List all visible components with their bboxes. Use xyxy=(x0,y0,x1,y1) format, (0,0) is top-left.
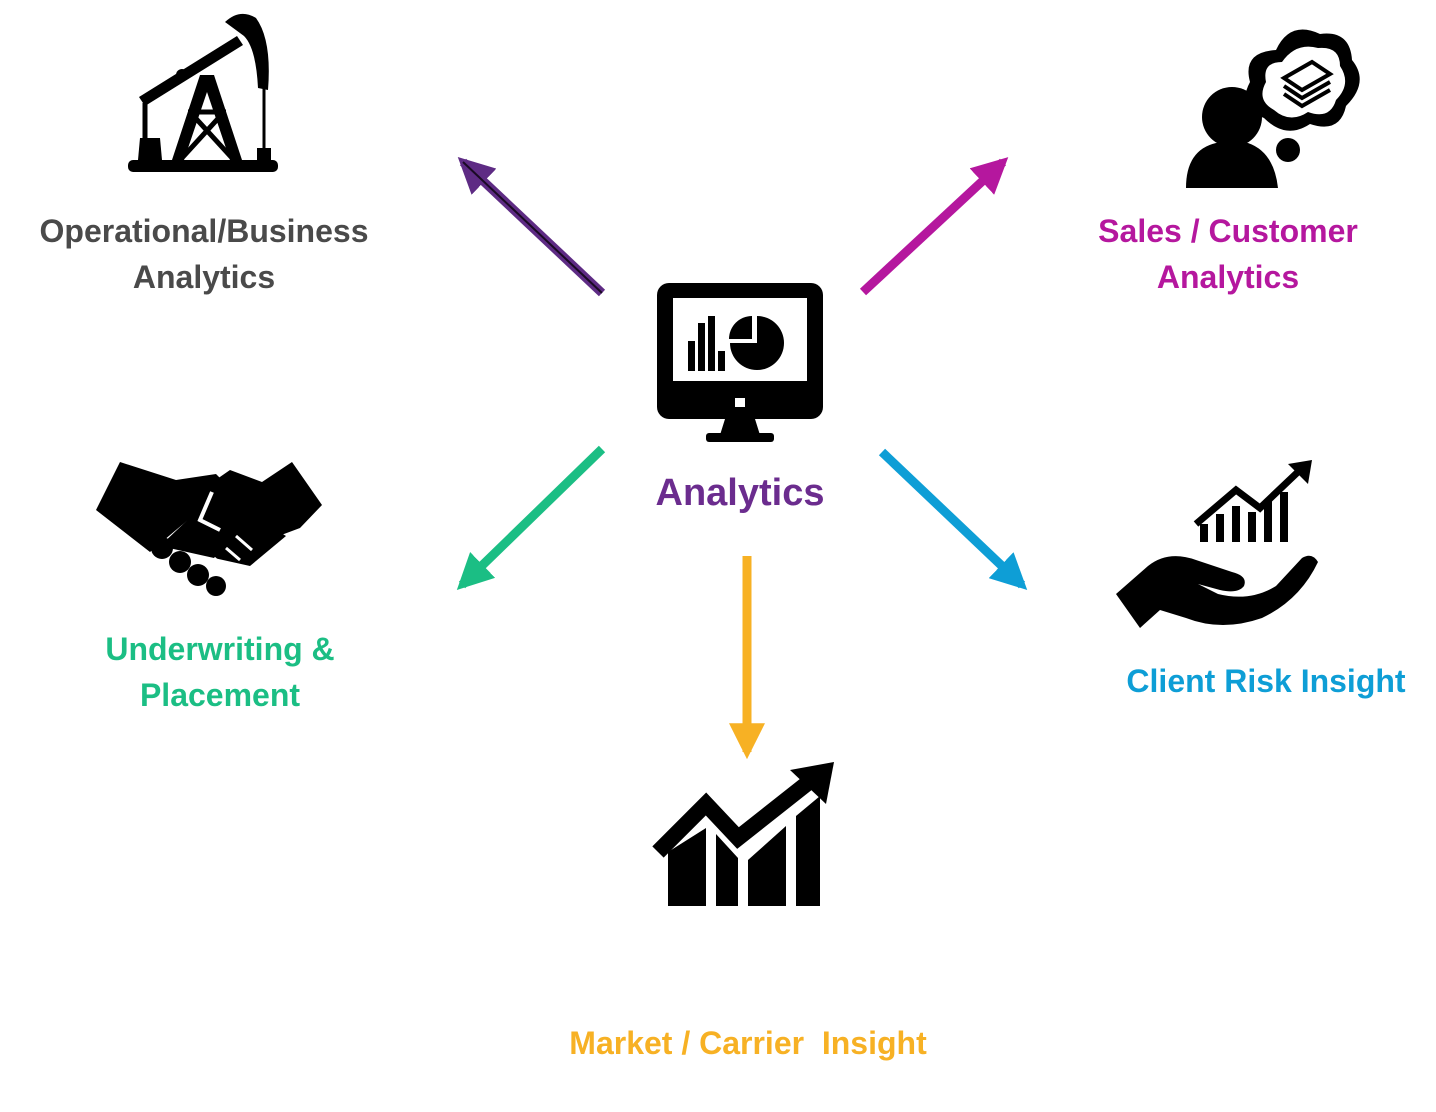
hand-growth-chart-icon xyxy=(1116,460,1318,628)
center-label: Analytics xyxy=(600,470,880,516)
growth-chart-icon xyxy=(652,762,834,906)
sales-label: Sales / Customer Analytics xyxy=(1058,208,1398,300)
arrow-to-underwriting xyxy=(456,445,606,591)
arrow-to-client-risk xyxy=(878,448,1028,590)
customer-thinking-money-icon xyxy=(1186,29,1360,188)
monitor-chart-icon xyxy=(657,283,823,442)
sales-label-line1: Sales / Customer xyxy=(1098,213,1358,249)
operational-label: Operational/Business Analytics xyxy=(14,208,394,300)
sales-label-line2: Analytics xyxy=(1156,259,1300,295)
arrow-to-sales xyxy=(859,157,1009,296)
operational-label-line1: Operational/Business xyxy=(39,213,369,249)
market-label-line1: Market / Carrier Insight xyxy=(569,1025,927,1061)
underwriting-label-line1: Underwriting & xyxy=(105,631,335,667)
client-risk-label-line1: Client Risk Insight xyxy=(1126,663,1406,699)
underwriting-label-line2: Placement xyxy=(139,677,301,713)
market-label: Market / Carrier Insight xyxy=(518,928,978,1112)
arrow-to-operational xyxy=(457,157,606,297)
operational-label-line2: Analytics xyxy=(132,259,276,295)
oil-pump-icon xyxy=(128,13,278,172)
underwriting-label: Underwriting & Placement xyxy=(60,626,380,718)
center-label-text: Analytics xyxy=(655,472,825,514)
client-risk-label: Client Risk Insight xyxy=(1096,658,1436,704)
handshake-icon xyxy=(96,462,322,596)
diagram-canvas xyxy=(96,13,1360,906)
